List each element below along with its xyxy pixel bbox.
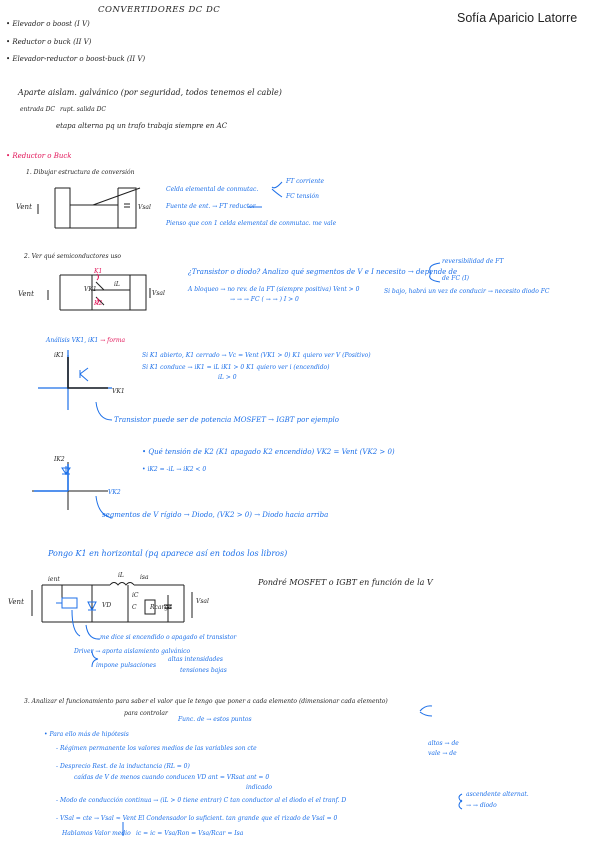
list-item: • Elevador o boost (I V) xyxy=(6,20,90,28)
segmentos-note: segmentos de V rígido → Diodo, (VK2 > 0)… xyxy=(102,511,329,519)
hipotesis-intro: • Para ello más de hipótesis xyxy=(44,731,129,738)
circuit-3-vd: VD xyxy=(102,602,112,609)
hipotesis-4: - VSal = cte → Vsal ≈ Vent El Condensado… xyxy=(56,815,338,822)
hipotesis-1b: altos → de xyxy=(428,740,459,747)
graph-1-axes xyxy=(38,350,112,410)
circuit-1-vsal: Vsal xyxy=(138,204,151,211)
circuit-3-switch xyxy=(56,597,101,668)
graph-2-ylabel: IK2 xyxy=(54,456,65,463)
hipotesis-3c: → → diodo xyxy=(466,802,497,809)
circuit-2-arrows xyxy=(429,262,441,283)
fuente-entrada: Fuente de ent. → FT reductor xyxy=(166,203,256,210)
driver-label: Driver → aporta aislamiento galvánico xyxy=(74,648,191,655)
circuit-2-k2: K2 xyxy=(94,300,103,307)
impone-note: impone pulsaciones xyxy=(96,662,157,669)
author-name: Sofía Aparicio Latorre xyxy=(457,11,578,25)
pongo-note: Pongo K1 en horizontal (pq aparece así e… xyxy=(48,549,288,558)
celda-label: Celda elemental de conmutac. xyxy=(166,186,259,193)
graph-2-axes xyxy=(32,462,108,510)
circuit-2-highlight xyxy=(96,273,99,305)
section-3-braces xyxy=(122,705,463,836)
bloqueo-note: A bloqueo → no rev. de la FT (siempre po… xyxy=(188,286,360,293)
section-3-heading: 3. Analizar el funcionamiento para saber… xyxy=(24,698,388,705)
circuit-1-vent: Vent xyxy=(16,203,32,211)
list-item: • Elevador-reductor o boost-buck (II V) xyxy=(6,55,146,63)
driver-note: me dice si encendido o apagado el transi… xyxy=(100,634,237,641)
section-heading-buck: • Reductor o Buck xyxy=(6,152,72,160)
hipotesis-1: - Régimen permanente los valores medios … xyxy=(56,745,257,752)
graph-1-symbol xyxy=(79,367,113,421)
galvanic-salida: rupt. salida DC xyxy=(60,106,107,113)
circuit-3-ic: iC xyxy=(132,592,139,599)
graph-1-curve xyxy=(67,357,108,389)
list-item: • Reductor o buck (II V) xyxy=(6,38,92,46)
bloqueo-note-2: → → → FC ( → → ) I > 0 xyxy=(230,296,299,303)
circuit-2-il: iL xyxy=(114,281,120,288)
mosfet-note: Pondré MOSFET o IGBT en función de la V xyxy=(258,578,433,587)
graph-1-xlabel: VK1 xyxy=(112,388,125,395)
page-title: CONVERTIDORES DC DC xyxy=(98,5,221,15)
hipotesis-1c: vale → de xyxy=(428,750,457,757)
reversibilidad-ft: reversibilidad de FT xyxy=(442,258,504,265)
hipotesis-2b: caídas de V de menos cuando conducen VD … xyxy=(74,774,270,781)
step-2: 2. Ver qué semiconductores uso xyxy=(24,253,122,260)
circuit-2-vent: Vent xyxy=(18,290,34,298)
si-bajo-note: Si bajo, habrá un vez de conducir → nece… xyxy=(384,288,550,295)
circuit-3-c: C xyxy=(132,604,137,611)
galvanic-etapa: etapa alterna pq un trafo trabaja siempr… xyxy=(56,122,228,130)
circuit-3-ient: ient xyxy=(48,576,60,583)
hipotesis-2: - Desprecio Rest. de la inductancia (RL … xyxy=(56,763,190,770)
circuit-2-vsal: Vsal xyxy=(152,290,165,297)
circuit-2-vk1: VK1 xyxy=(84,286,97,293)
fuente-corriente: FT corriente xyxy=(286,178,325,185)
galvanic-note: Aparte aislam. galvánico (por seguridad,… xyxy=(18,88,282,97)
graph-1-note-2b: iL > 0 xyxy=(218,374,237,381)
fuente-tension: FC tensión xyxy=(286,193,319,200)
reversibilidad-fc: de FC (I) xyxy=(442,275,470,282)
hipotesis-3b: ascendente alternat. xyxy=(466,791,529,798)
circuit-3-rcarga: Rcarga xyxy=(150,604,172,611)
hipotesis-2c: indicado xyxy=(246,784,272,791)
graph-2-note-1: • Qué tensión de K2 (K1 apagado K2 encen… xyxy=(142,448,395,456)
tensiones-note: tensiones bajas xyxy=(180,667,227,674)
graph-2-note-2: • iK2 = -iL → iK2 < 0 xyxy=(142,466,207,473)
galvanic-entrada: entrada DC xyxy=(20,106,55,113)
circuit-2-k1: K1 xyxy=(94,268,103,275)
analisis-label: Análisis VK1, iK1 → forma xyxy=(46,337,126,344)
pienso-note: Pienso que con 1 celda elemental de conm… xyxy=(166,220,337,227)
graph-2-xlabel: VK2 xyxy=(108,489,121,496)
graph-2-curve xyxy=(34,464,69,492)
transistor-question: ¿Transistor o diodo? Analizo qué segment… xyxy=(188,268,458,276)
para-controlar: para controlar xyxy=(124,710,168,717)
circuit-2-structure xyxy=(47,274,151,311)
circuit-1-arrows xyxy=(248,181,283,208)
graph-1-note-1: Si K1 abierto, K1 cerrado → Vc = Vent (V… xyxy=(142,352,371,359)
hipotesis-4c: ic = ic = Vsa/Ron = Vsa/Rcar = Isa xyxy=(136,830,244,837)
transistor-note: Transistor puede ser de potencia MOSFET … xyxy=(114,416,339,424)
circuit-3-vent: Vent xyxy=(8,598,24,606)
graph-1-note-2: Si K1 conduce → iK1 = iL iK1 > 0 K1 quie… xyxy=(142,364,330,371)
func-note: Func. de → estos puntos xyxy=(178,716,252,723)
circuit-3-isa: isa xyxy=(140,574,149,581)
hipotesis-4b: Hablamos Valor medio xyxy=(62,830,131,837)
circuit-3-il: iL xyxy=(118,572,124,579)
graph-1-ylabel: iK1 xyxy=(54,352,65,359)
hipotesis-3: - Modo de conducción continua → (iL > 0 … xyxy=(56,797,347,804)
circuit-3-structure xyxy=(31,582,193,623)
circuit-1-structure xyxy=(37,187,141,229)
step-1: 1. Dibujar estructura de conversión xyxy=(26,169,135,176)
altas-note: altas intensidades xyxy=(168,656,223,663)
circuit-3-vsal: Vsal xyxy=(196,598,209,605)
